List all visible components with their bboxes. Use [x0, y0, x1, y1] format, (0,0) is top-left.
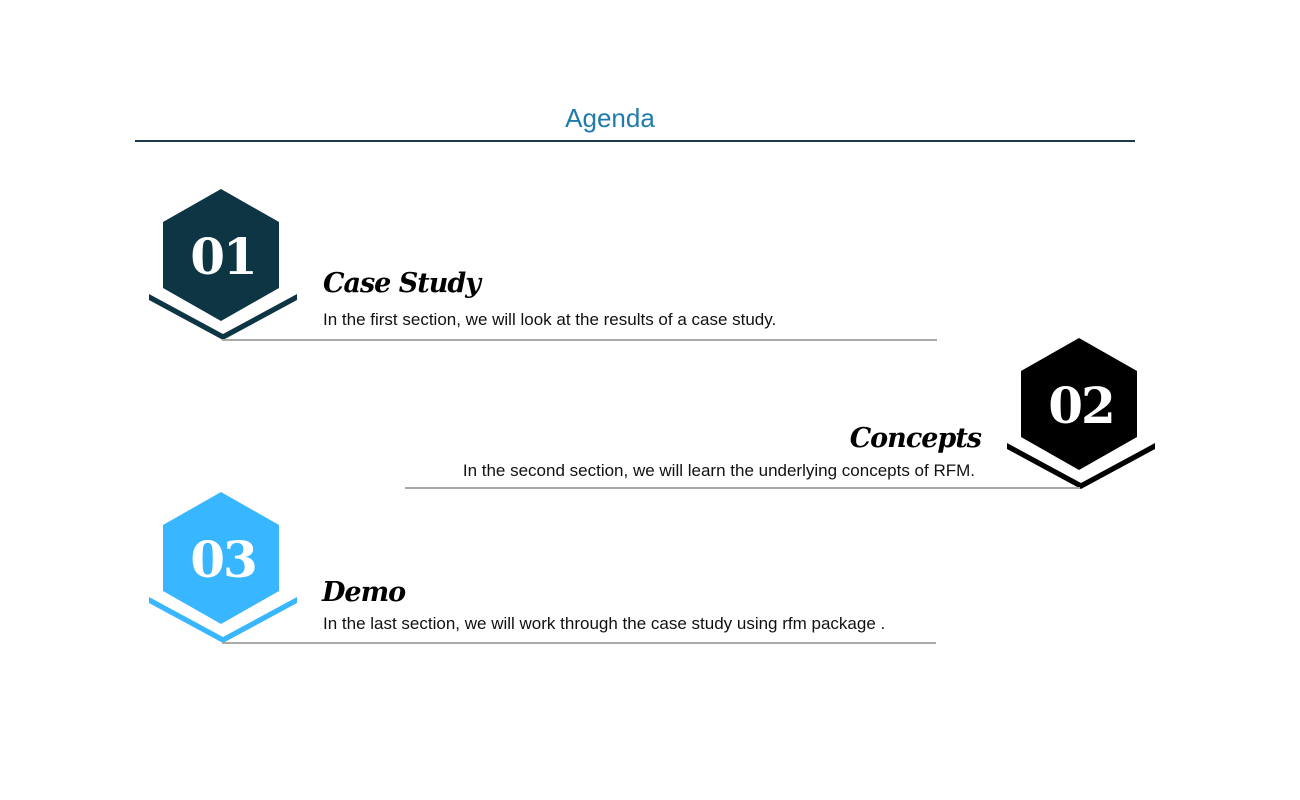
item-divider [405, 487, 1080, 489]
title-divider [135, 140, 1135, 142]
item-description: In the last section, we will work throug… [323, 614, 886, 633]
badge-01: 01 [148, 189, 298, 341]
item-description: In the second section, we will learn the… [462, 461, 975, 480]
badge-number: 02 [1048, 376, 1116, 435]
item-divider [222, 339, 937, 341]
item-title: Demo [322, 577, 406, 608]
hexagon-badge-icon [149, 492, 297, 643]
badge-02: 02 [1006, 338, 1156, 490]
item-title: Case Study [323, 268, 481, 299]
badge-number: 01 [190, 227, 258, 286]
item-divider [222, 642, 936, 644]
hexagon-badge-icon [1007, 338, 1155, 489]
hexagon-badge-icon [149, 189, 297, 340]
badge-03: 03 [148, 492, 298, 644]
badge-number: 03 [190, 530, 258, 589]
page-title: Agenda [565, 103, 655, 133]
item-title: Concepts [849, 423, 982, 454]
item-description: In the first section, we will look at th… [323, 310, 777, 329]
